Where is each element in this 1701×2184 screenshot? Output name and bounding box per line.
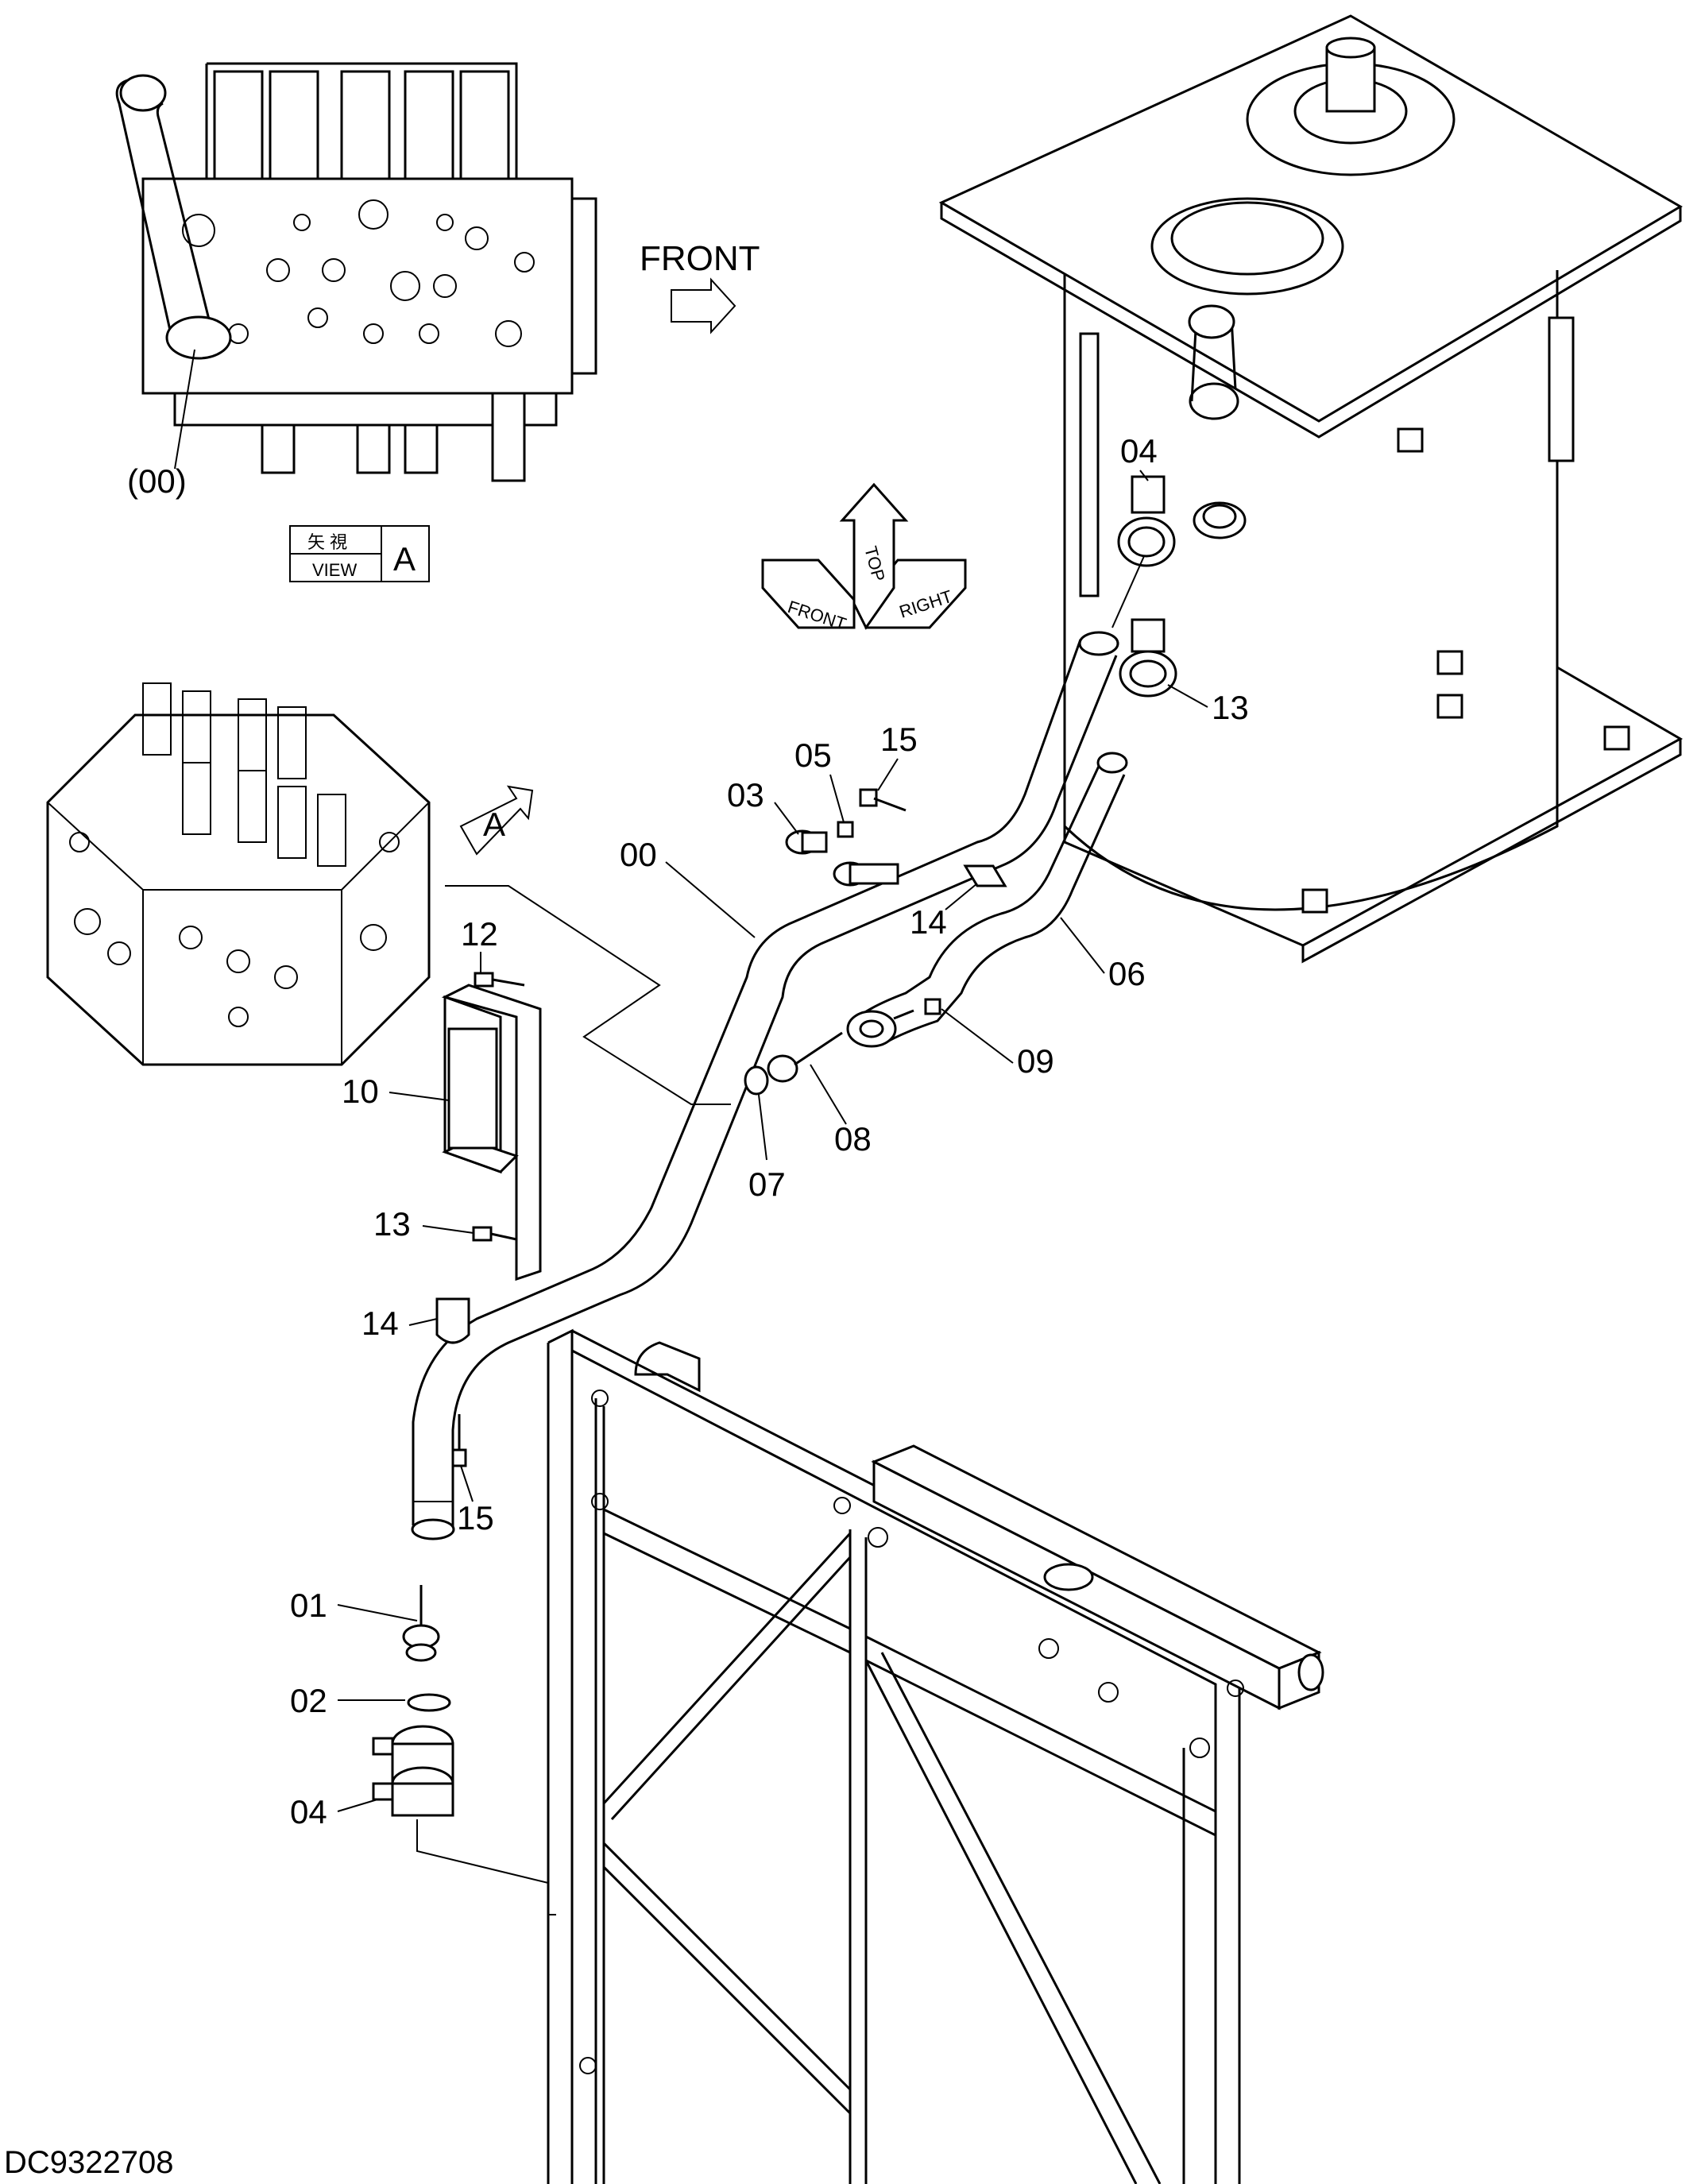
callout-15-upper: 15 xyxy=(880,721,918,758)
view-letter: A xyxy=(393,540,416,578)
callout-00: 00 xyxy=(620,836,657,873)
front-arrow-icon xyxy=(671,277,736,334)
view-a-pointer-icon xyxy=(459,785,534,856)
callout-05: 05 xyxy=(794,736,832,774)
callout-15-lower: 15 xyxy=(457,1499,494,1537)
callout-03: 03 xyxy=(727,776,764,814)
view-pointer-letter: A xyxy=(483,806,505,843)
callout-13-bottom: 13 xyxy=(373,1205,411,1243)
clamp-04-bottom xyxy=(372,1725,454,1817)
bolt-13-bottom xyxy=(472,1226,517,1242)
front-label: FRONT xyxy=(640,239,760,278)
callout-12: 10 xyxy=(342,1073,379,1110)
callout-13-top: 12 xyxy=(461,915,498,953)
callout-08: 08 xyxy=(834,1120,872,1158)
control-valve-iso xyxy=(46,682,431,1066)
clamp-14-upper xyxy=(963,864,1007,887)
callout-04-bottom: 04 xyxy=(290,1793,327,1830)
control-valve-view-a xyxy=(115,62,597,482)
callout-06: 06 xyxy=(1108,955,1146,992)
bolt-15-upper xyxy=(859,788,907,812)
callout-00-paren: (00) xyxy=(127,462,187,500)
callout-14-upper: 14 xyxy=(910,903,947,941)
o-ring-02 xyxy=(407,1693,451,1712)
clamp-04-top xyxy=(1111,475,1176,628)
orientation-indicator: FRONT TOP RIGHT xyxy=(761,482,967,634)
pipe-06 xyxy=(846,752,1128,1048)
callout-09: 09 xyxy=(1017,1042,1054,1080)
fitting-cluster xyxy=(833,861,899,887)
bracket-12 xyxy=(441,984,542,1281)
callout-02: 02 xyxy=(290,1682,327,1719)
o-ring-07 xyxy=(744,1065,769,1096)
nut-05 xyxy=(837,821,854,838)
drawing-number: DC9322708 xyxy=(4,2145,174,2180)
callout-14-lower: 14 xyxy=(361,1305,399,1342)
plug-01 xyxy=(402,1585,440,1662)
callout-04-top: 04 xyxy=(1120,432,1158,470)
hydraulic-tank xyxy=(938,14,1684,964)
plug-08 xyxy=(767,1031,843,1083)
bolt-09 xyxy=(893,998,941,1020)
callout-07: 07 xyxy=(748,1165,786,1203)
pipe-00 xyxy=(411,631,1119,1540)
view-a-box: 矢 視 VIEW A xyxy=(289,525,430,582)
clamp-14-lower xyxy=(435,1297,470,1344)
callout-10: 13 xyxy=(1212,689,1249,726)
bolt-13-top xyxy=(474,972,525,988)
view-kanji: 矢 視 xyxy=(307,532,347,552)
bolt-15-lower xyxy=(451,1414,467,1467)
clamp-10 xyxy=(1119,618,1177,698)
callout-01: 01 xyxy=(290,1587,327,1624)
fitting-03 xyxy=(785,829,828,855)
view-text: VIEW xyxy=(312,560,357,580)
radiator-frame xyxy=(547,1328,1324,2184)
